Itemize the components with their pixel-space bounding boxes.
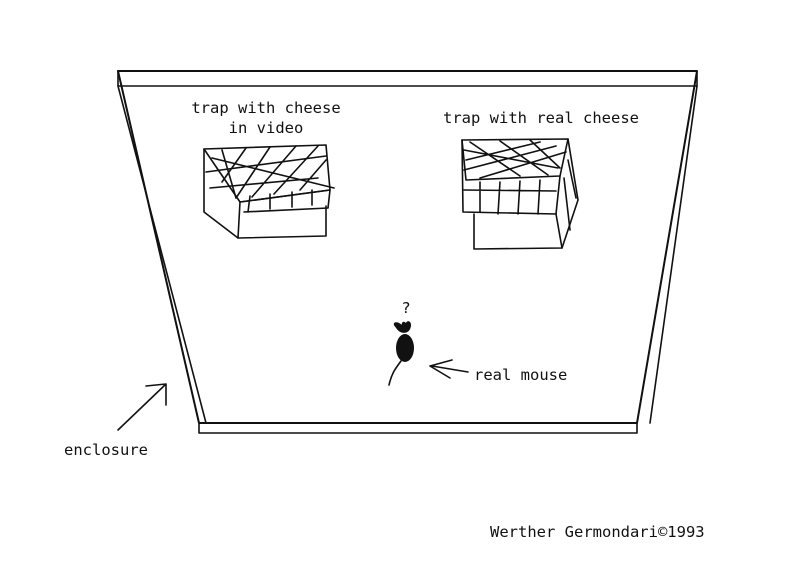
mouse-body <box>396 334 414 362</box>
enclosure-pointer-arrow <box>117 383 167 431</box>
trap-video-ledge <box>239 189 331 213</box>
trap-real <box>461 138 579 250</box>
trap-video-base <box>237 205 327 239</box>
trap-real-side <box>561 138 579 249</box>
trap-video-label-line2: in video <box>229 119 304 137</box>
mouse-pointer-arrow <box>429 359 469 379</box>
enclosure-left-wall-inner <box>117 85 207 424</box>
real-mouse-label: real mouse <box>474 366 567 384</box>
question-mark: ? <box>401 299 410 317</box>
enclosure-label: enclosure <box>64 441 148 459</box>
trap-video-side <box>203 148 241 239</box>
enclosure-front-wall <box>198 422 638 434</box>
mouse-tail <box>388 360 402 386</box>
enclosure-right-wall-inner <box>649 85 698 424</box>
enclosure-back-wall <box>117 70 698 87</box>
trap-real-label: trap with real cheese <box>443 109 639 127</box>
trap-video <box>203 144 335 239</box>
trap-video-hatching <box>205 145 335 213</box>
mouse-figure <box>388 321 469 386</box>
trap-real-hatching <box>463 139 577 231</box>
trap-video-label-line1: trap with cheese <box>191 99 340 117</box>
trap-real-base <box>473 213 563 250</box>
trap-real-front <box>461 139 561 215</box>
mouse-head <box>393 321 411 333</box>
enclosure-outline <box>117 70 698 434</box>
signature: Werther Germondari©1993 <box>490 523 705 541</box>
